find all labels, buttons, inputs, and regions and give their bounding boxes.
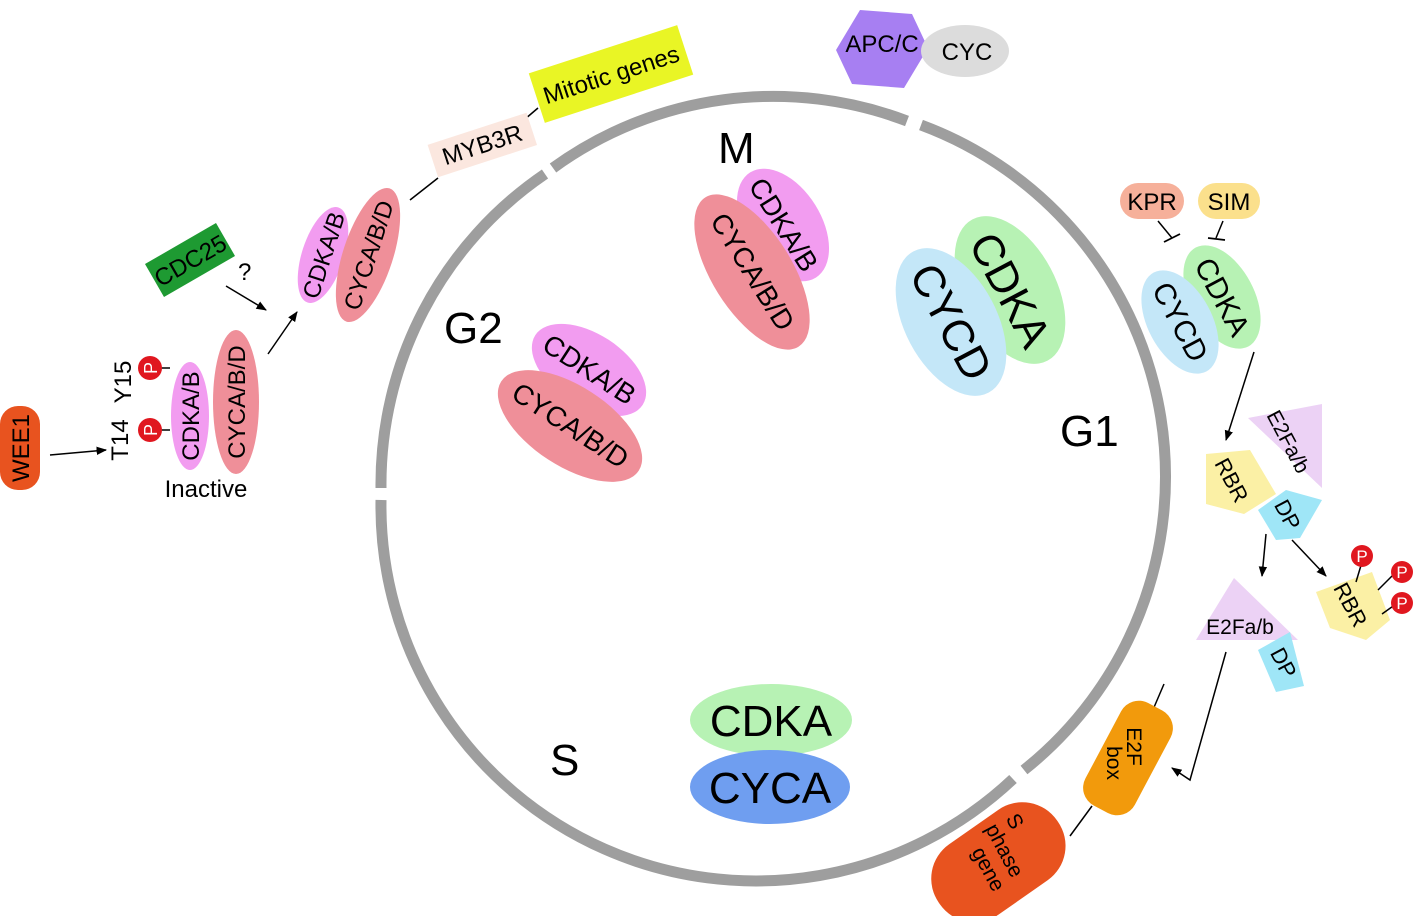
inactive-cdka-b-label: CDKA/B (178, 371, 205, 460)
e2f-box-group: E2F box (1083, 700, 1173, 816)
sim-box (1198, 183, 1260, 219)
ring-arc-top (549, 90, 909, 173)
phase-label-s: S (550, 736, 579, 785)
right-cdka-cycd-complex: CDKA CYCD (1141, 245, 1261, 374)
box-to-gene-line (1069, 805, 1093, 837)
inactive-cyca-b-d-ellipse (213, 330, 259, 474)
s-phase-complex: CDKA CYCA (690, 684, 852, 824)
e2fa-b-triangle-free (1196, 578, 1298, 640)
s-cyca-label: CYCA (709, 764, 832, 813)
myb3r-box (427, 112, 538, 178)
active-cdka-b-ellipse (297, 207, 349, 303)
cdc25-question-mark: ? (238, 259, 251, 286)
wee1-group: WEE1 (0, 406, 108, 490)
phospho-y15-label: P (141, 362, 161, 374)
apc-c-label: APC/C (845, 31, 918, 58)
sim-inhibition-line (1215, 220, 1224, 239)
y15-label: Y15 (110, 361, 137, 404)
phase-label-g2: G2 (444, 304, 503, 353)
phospho-y15: P (138, 356, 162, 380)
kpr-inhibition-bar (1163, 233, 1181, 243)
sim-inhibition-bar (1207, 237, 1226, 241)
phospho-rbr: RBR P P P (1316, 545, 1413, 640)
phospho-t14-label: P (141, 424, 161, 436)
phospho-t14: P (138, 418, 162, 442)
cyc-ellipse (921, 25, 1009, 77)
kpr-label: KPR (1127, 189, 1176, 216)
inactive-complex: CDKA/B CYCA/B/D P P Y15 T14 Inactive (107, 330, 259, 503)
cdc25-group: CDC25 ? (144, 223, 267, 311)
rbr-phospho-1: P (1351, 545, 1373, 567)
wee1-label: WEE1 (8, 414, 35, 482)
rbr-phospho-3: P (1391, 592, 1413, 614)
active-cyca-b-d-ellipse (335, 187, 401, 323)
s-cdka-ellipse (690, 684, 852, 756)
cdka-to-rbr-arrow (1224, 351, 1255, 442)
inactive-cyca-b-d-label: CYCA/B/D (224, 345, 251, 458)
e2f-box-shape (1083, 700, 1173, 816)
rbr-phospho-3-label: P (1396, 594, 1407, 613)
wee1-arrow (49, 446, 108, 456)
rbr-shape-top (1206, 450, 1276, 514)
t14-label: T14 (107, 419, 134, 460)
e2f-box-label-1: E2F (1122, 727, 1145, 766)
mitotic-genes-box (528, 25, 694, 123)
e2fa-b-label-free: E2Fa/b (1206, 616, 1274, 639)
rbr-phospho-1-label: P (1356, 547, 1367, 566)
e2f-box-label-2: box (1102, 746, 1125, 780)
cyc-label: CYC (942, 39, 993, 66)
cdc25-box (144, 223, 236, 297)
inhibitors-group: KPR SIM (1120, 183, 1260, 243)
s-phase-gene-shape (931, 802, 1066, 921)
s-phase-gene-group: S phase gene (931, 802, 1066, 921)
e2fa-b-triangle-top (1248, 404, 1322, 488)
activation-arrow (267, 311, 298, 355)
apc-c-hexagon (836, 10, 928, 88)
kpr-box (1120, 183, 1184, 219)
g1-cycd-ellipse (895, 248, 1007, 396)
wee1-box (0, 406, 40, 490)
m-phase-complex: CDKA/B CYCA/B/D (694, 168, 830, 350)
free-e2f-dp: E2Fa/b DP (1196, 578, 1304, 692)
e2f-to-box-arrow (1171, 651, 1227, 782)
dp-shape-top (1258, 490, 1322, 540)
rbr-shape-phospho (1316, 572, 1390, 640)
g2-cyca-b-d-ellipse (497, 370, 643, 482)
inactive-label: Inactive (165, 476, 248, 503)
cycle-ring (375, 90, 1171, 887)
s-cdka-label: CDKA (710, 697, 833, 746)
release-arrow (1258, 533, 1268, 578)
sim-label: SIM (1208, 189, 1251, 216)
rbr-phospho-2-label: P (1396, 563, 1407, 582)
g2-phase-complex: CDKA/B CYCA/B/D (497, 323, 647, 482)
g1-phase-complex: CDKA CYCD (895, 216, 1066, 396)
cdc25-arrow (225, 285, 267, 311)
ring-arc-top-left (375, 169, 549, 489)
ring-arc-bottom-left (375, 499, 1017, 887)
phase-label-g1: G1 (1060, 407, 1119, 456)
active-cdka-cyca-complex: CDKA/B CYCA/B/D (297, 187, 401, 323)
kpr-inhibition-line (1157, 220, 1173, 239)
rbr-e2f-dp-complex: E2Fa/b RBR DP (1206, 404, 1322, 540)
phosphorylation-arrow (1291, 539, 1327, 577)
dp-shape-free (1258, 632, 1304, 692)
ring-arc-right (919, 119, 1171, 775)
m-cyca-b-d-ellipse (694, 194, 810, 350)
rbr-phospho-2: P (1391, 561, 1413, 583)
inactive-cdka-b-ellipse (171, 362, 209, 470)
phase-label-m: M (718, 124, 755, 173)
right-cycd-ellipse (1141, 270, 1219, 374)
apc-c-complex: APC/C CYC (836, 10, 1009, 88)
s-cyca-ellipse (690, 750, 850, 824)
cyca-to-myb3r-line (409, 177, 439, 201)
